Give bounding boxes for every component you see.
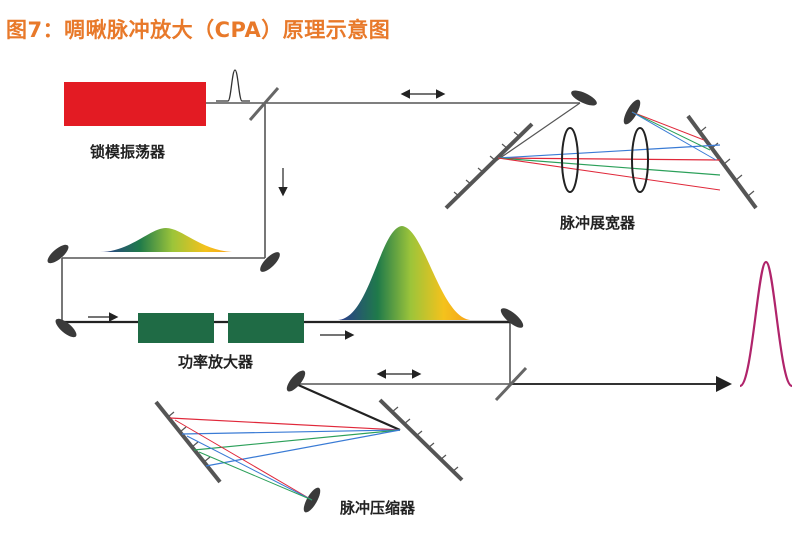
compressor-label: 脉冲压缩器 <box>340 499 416 517</box>
beam-splitter-1 <box>248 87 280 121</box>
stretcher-label: 脉冲展宽器 <box>560 214 636 232</box>
amplified-pulse <box>338 226 470 320</box>
amplifier-label: 功率放大器 <box>178 353 254 371</box>
amplifier-stage-1 <box>138 313 214 343</box>
oscillator-box <box>64 82 206 126</box>
direction-arrows <box>88 89 446 379</box>
figure-title: 图7：啁啾脉冲放大（CPA）原理示意图 <box>6 18 391 42</box>
stretched-pulse <box>100 228 232 252</box>
amplifier-stage-2 <box>228 313 304 343</box>
compressor <box>154 398 464 501</box>
stretcher <box>444 102 758 210</box>
output-pulse <box>738 260 794 388</box>
beam-splitter-2 <box>494 366 528 402</box>
seed-pulse-icon <box>216 69 250 102</box>
oscillator-label: 锁模振荡器 <box>90 143 166 161</box>
